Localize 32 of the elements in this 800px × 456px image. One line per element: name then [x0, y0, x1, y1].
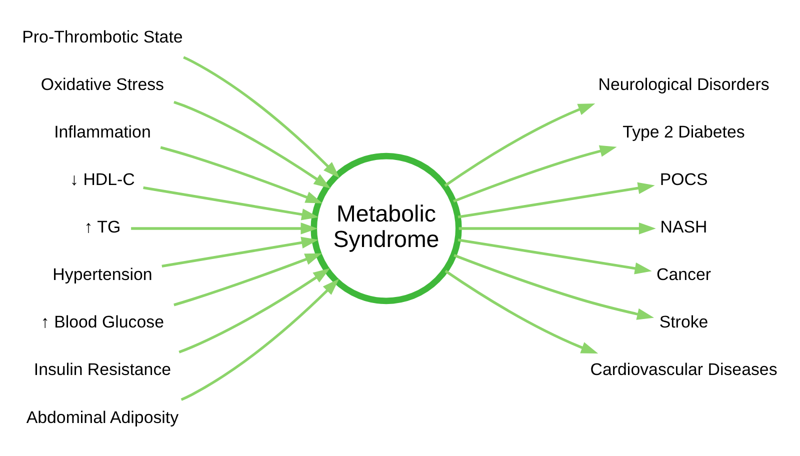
- arrow: [458, 182, 655, 218]
- node-text: ↓ HDL-C: [70, 169, 135, 188]
- arrow: [180, 278, 340, 400]
- arrow: [458, 222, 656, 234]
- arrow: [444, 102, 596, 186]
- node-text: Neurological Disorders: [598, 74, 770, 94]
- node-text: Pro-Thrombotic State: [22, 26, 183, 46]
- arrow: [178, 268, 330, 353]
- node-text: Oxidative Stress: [40, 74, 164, 94]
- node-text: Cancer: [656, 264, 712, 284]
- arrow: [444, 269, 598, 354]
- node-text: Type 2 Diabetes: [622, 122, 745, 141]
- node-text: Stroke: [659, 312, 708, 332]
- arrow: [454, 254, 654, 320]
- node-text: Insulin Resistance: [34, 360, 172, 379]
- node-text: Abdominal Adiposity: [26, 407, 179, 426]
- node-text: NASH: [660, 217, 708, 236]
- node-text: Cardiovascular Diseases: [590, 360, 778, 379]
- node-text: POCS: [660, 169, 708, 188]
- arrow: [174, 252, 322, 306]
- node-text: Hypertension: [52, 264, 152, 284]
- arrow: [162, 236, 318, 268]
- arrow: [183, 56, 340, 178]
- node-text: ↑ TG: [84, 217, 121, 236]
- arrow: [160, 146, 323, 203]
- arrow: [143, 186, 319, 220]
- node-text: ↑ Blood Glucose: [40, 312, 164, 332]
- arrow: [453, 144, 617, 202]
- arrow: [174, 100, 331, 188]
- node-text: Inflammation: [54, 122, 151, 141]
- arrow: [458, 238, 652, 274]
- arrow: [131, 222, 318, 234]
